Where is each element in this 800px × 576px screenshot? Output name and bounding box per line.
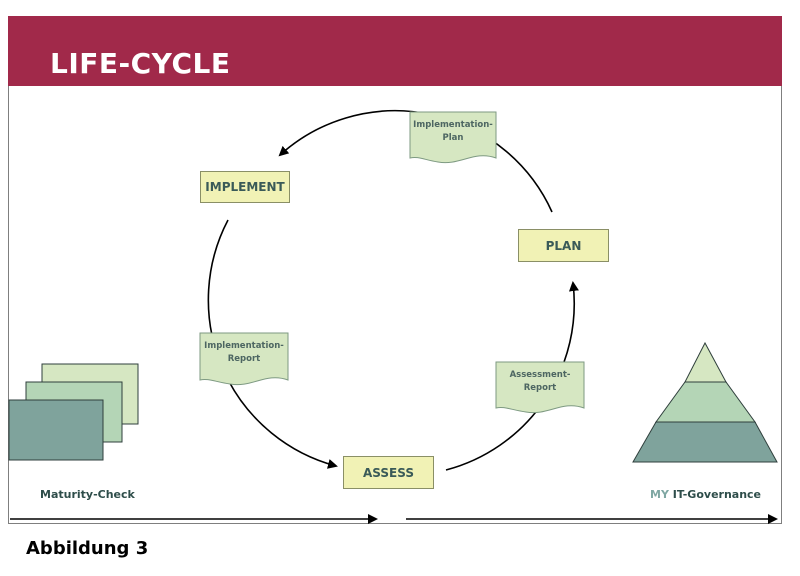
it-governance-label: MY IT-Governance <box>650 488 761 501</box>
implementation-plan-label: Implementation- Plan <box>413 120 493 143</box>
governance-prefix: MY <box>650 488 669 501</box>
implementation-plan-doc <box>409 111 497 164</box>
maturity-check-icon <box>8 363 139 461</box>
implement-step: IMPLEMENT <box>200 171 290 203</box>
governance-pyramid-icon <box>632 341 778 463</box>
implementation-report-doc <box>199 332 289 386</box>
title-banner: LIFE-CYCLE <box>8 16 782 86</box>
figure-caption: Abbildung 3 <box>26 538 149 559</box>
plan-step: PLAN <box>518 229 609 262</box>
governance-text: IT-Governance <box>672 488 762 501</box>
maturity-check-label: Maturity-Check <box>40 488 135 501</box>
assessment-report-doc <box>495 361 585 414</box>
implementation-report-label: Implementation- Report <box>204 341 284 364</box>
assess-step: ASSESS <box>343 456 434 489</box>
page-title: LIFE-CYCLE <box>50 47 231 80</box>
assessment-report-label: Assessment- Report <box>509 370 571 393</box>
